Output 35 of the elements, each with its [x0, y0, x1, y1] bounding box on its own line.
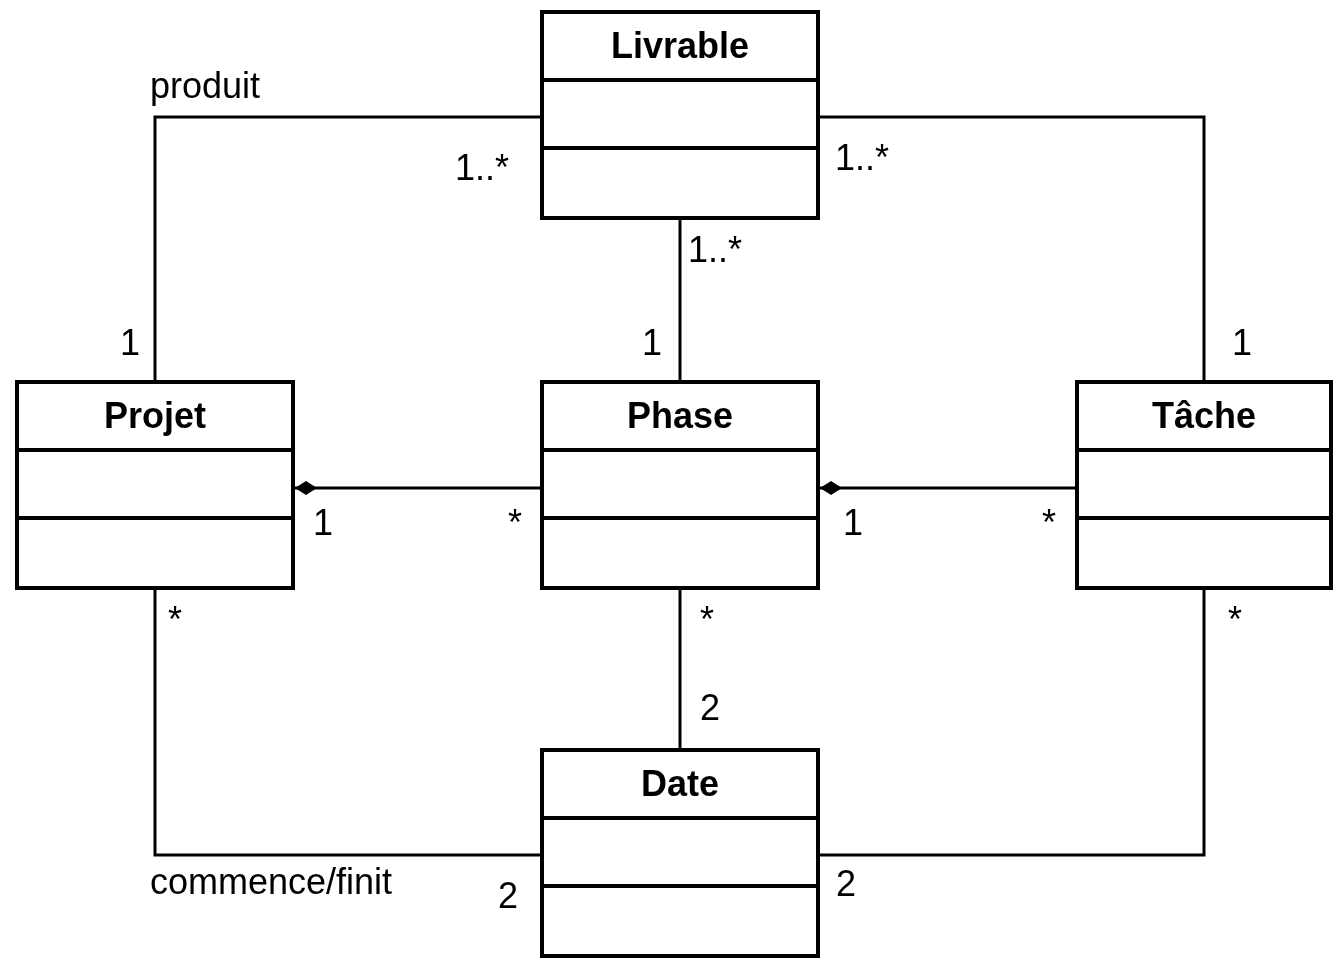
multiplicity-label: 1	[642, 325, 663, 361]
association-line	[678, 590, 682, 748]
association-line	[295, 481, 540, 495]
association-line	[820, 481, 1075, 495]
association-line	[678, 220, 682, 380]
class-name: Tâche	[1151, 398, 1256, 434]
class-box	[1075, 380, 1333, 590]
multiplicity-label: 1..*	[455, 150, 510, 186]
association-line	[820, 590, 1206, 857]
multiplicity-label: 2	[498, 878, 519, 914]
class-box	[15, 380, 295, 590]
edge-label: produit	[150, 68, 261, 104]
multiplicity-label: 2	[700, 690, 721, 726]
association-line	[153, 590, 540, 857]
multiplicity-label: 1	[313, 505, 334, 541]
multiplicity-label: *	[1042, 505, 1056, 541]
association-line	[153, 115, 540, 380]
multiplicity-label: 1	[120, 325, 141, 361]
multiplicity-label: 2	[836, 866, 857, 902]
multiplicity-label: *	[168, 602, 182, 638]
multiplicity-label: *	[508, 505, 522, 541]
multiplicity-label: 1..*	[688, 232, 743, 268]
multiplicity-label: *	[1228, 602, 1242, 638]
association-line	[820, 115, 1206, 380]
multiplicity-label: 1..*	[835, 140, 890, 176]
class-box	[540, 748, 820, 958]
class-name: Date	[641, 766, 719, 802]
class-name: Livrable	[610, 28, 750, 64]
class-name: Projet	[104, 398, 206, 434]
multiplicity-label: *	[700, 602, 714, 638]
multiplicity-label: 1	[843, 505, 864, 541]
multiplicity-label: 1	[1232, 325, 1253, 361]
class-box	[540, 10, 820, 220]
class-box	[540, 380, 820, 590]
class-name: Phase	[626, 398, 734, 434]
